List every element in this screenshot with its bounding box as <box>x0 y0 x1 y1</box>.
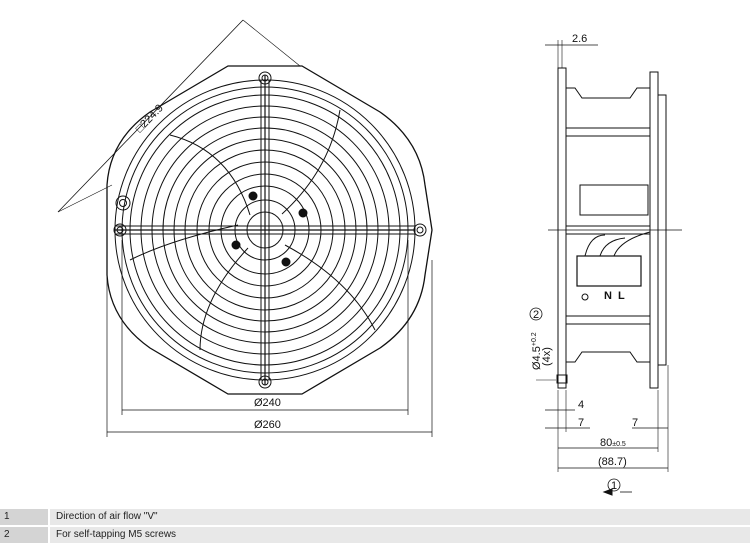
mount-hole-top <box>258 71 272 85</box>
mount-hole-right <box>413 223 427 237</box>
dim-hole: Ø4.5+0.2 <box>531 332 543 370</box>
dim-flange: 2.6 <box>572 33 587 45</box>
dim-80: 80±0.5 <box>600 437 626 449</box>
legend-number: 1 <box>0 509 48 525</box>
housing-outline <box>106 65 433 395</box>
callout-2: 2 <box>533 309 539 321</box>
front-view <box>57 19 433 437</box>
callout-1: 1 <box>611 480 617 492</box>
dim-7-left: 7 <box>578 417 584 429</box>
legend-text: Direction of air flow "V" <box>50 509 750 525</box>
dim-7-right: 7 <box>632 417 638 429</box>
dim-diameter-240: Ø240 <box>254 397 281 409</box>
terminal-n: N <box>604 290 612 302</box>
legend-row: 2 For self-tapping M5 screws <box>0 527 750 543</box>
dim-hole-count: (4x) <box>541 347 553 366</box>
legend-row: 1 Direction of air flow "V" <box>0 509 750 525</box>
dim-diameter-260: Ø260 <box>254 419 281 431</box>
terminal-l: L <box>618 290 625 302</box>
legend-number: 2 <box>0 527 48 543</box>
dim-square: □224.9 <box>134 102 166 135</box>
dim-4: 4 <box>578 399 584 411</box>
dim-88-7: (88.7) <box>598 456 627 468</box>
mount-hole-left <box>113 223 127 237</box>
side-view <box>529 40 682 496</box>
fan-drawing: □224.9 Ø240 Ø260 2.6 2 Ø4.5+0.2 (4x) N L… <box>57 19 682 496</box>
legend-text: For self-tapping M5 screws <box>50 527 750 543</box>
mount-hole-bottom <box>258 375 272 389</box>
